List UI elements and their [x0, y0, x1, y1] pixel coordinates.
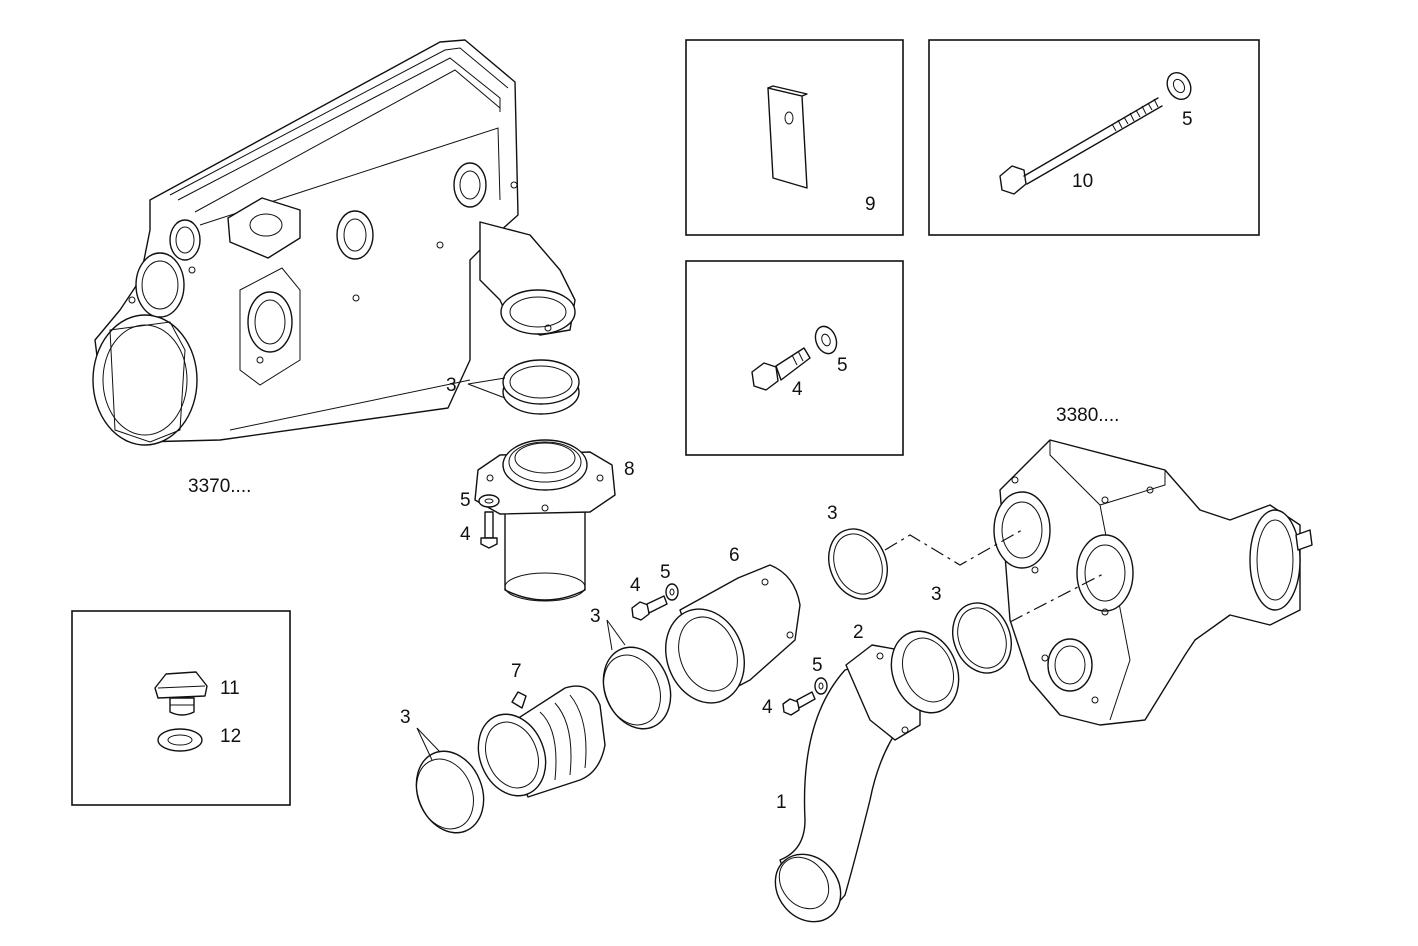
label-part-9: 9: [865, 194, 876, 215]
leader-lines: [416, 377, 626, 761]
seal-ring-part-12: [157, 728, 203, 752]
ring-part-3-top: [502, 359, 580, 415]
label-part-3-lower-right: 3: [931, 584, 942, 605]
centerline-lower: [1009, 572, 1106, 623]
label-part-3-middle: 3: [590, 606, 601, 627]
bolt-part-4-pipe: [480, 511, 498, 549]
label-assembly-3380: 3380....: [1056, 405, 1119, 426]
washer-part-5: [1166, 71, 1192, 101]
ring-part-3-lower-right: [952, 602, 1012, 674]
plate-part-9: [767, 85, 808, 189]
long-bolt-part-10: [999, 97, 1163, 195]
label-part-4-flange: 4: [762, 697, 773, 718]
adapter-part-6: [664, 564, 801, 704]
label-part-8: 8: [624, 459, 635, 480]
plug-part-11: [154, 671, 208, 716]
washer-part-5-detail: [814, 325, 838, 355]
bolt-part-4-adapter: [631, 595, 668, 621]
flange-part-2: [845, 630, 960, 741]
flanged-pipe-part-8: [474, 439, 616, 602]
bolt-part-4-flange: [782, 691, 816, 716]
label-part-4-detail: 4: [792, 379, 803, 400]
label-part-10: 10: [1072, 171, 1093, 192]
label-part-5-detail: 5: [837, 355, 848, 376]
label-assembly-3370: 3370....: [188, 476, 251, 497]
label-part-2: 2: [853, 622, 864, 643]
ring-part-3-upper-right: [828, 528, 888, 600]
label-part-7: 7: [511, 661, 522, 682]
ring-part-3-middle: [602, 646, 672, 730]
label-part-1: 1: [776, 792, 787, 813]
label-part-3-upper-right: 3: [827, 503, 838, 524]
label-part-4-pipe: 4: [460, 524, 471, 545]
label-part-5-adapter: 5: [660, 562, 671, 583]
centerline-upper: [884, 529, 1023, 566]
label-part-5-flange: 5: [812, 655, 823, 676]
assembly-3370-housing: [92, 39, 576, 446]
washer-part-5-flange: [814, 677, 828, 695]
detail-box-10: [928, 39, 1260, 236]
coupling-part-7: [477, 685, 606, 798]
washer-part-5-adapter: [665, 583, 679, 601]
label-part-5-pipe: 5: [460, 490, 471, 511]
label-part-12: 12: [220, 726, 241, 747]
washer-part-5-pipe: [478, 494, 500, 508]
label-part-6: 6: [729, 545, 740, 566]
label-part-3-left: 3: [400, 707, 411, 728]
label-part-3-top: 3: [446, 375, 457, 396]
label-part-11: 11: [220, 678, 240, 699]
ring-part-3-left: [415, 750, 485, 834]
label-part-4-adapter: 4: [630, 575, 641, 596]
assembly-3380-housing: [993, 439, 1313, 726]
bolt-part-4: [751, 347, 811, 391]
label-part-5-bolt-box: 5: [1182, 109, 1193, 130]
